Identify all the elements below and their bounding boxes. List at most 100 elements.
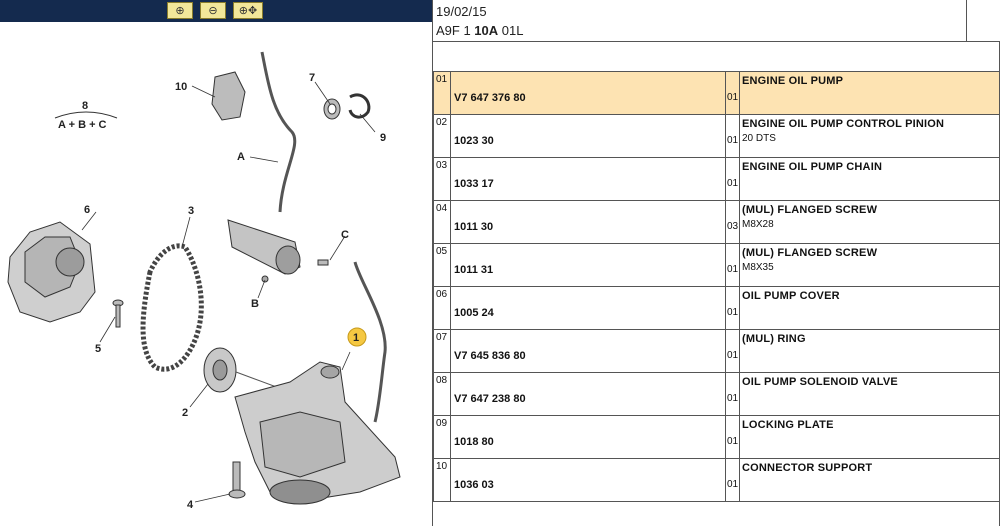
row-number-cell: 06 <box>433 286 451 330</box>
part-reference-cell[interactable]: 1023 30 <box>450 114 726 158</box>
diagram-panel: ⊕ ⊖ ⊕✥ <box>0 0 432 526</box>
description-cell[interactable]: LOCKING PLATE <box>739 415 1000 459</box>
row-number: 04 <box>436 203 448 214</box>
row-number-cell: 04 <box>433 200 451 244</box>
part-description: ENGINE OIL PUMP CHAIN <box>742 161 883 173</box>
part-reference-cell[interactable]: 1005 24 <box>450 286 726 330</box>
callout-c: C <box>341 229 349 241</box>
callout-a: A <box>237 151 245 163</box>
callout-6: 6 <box>84 204 90 216</box>
quantity-cell: 01 <box>725 114 740 158</box>
description-cell[interactable]: ENGINE OIL PUMP <box>739 71 1000 115</box>
part-reference: 1005 24 <box>454 307 494 319</box>
oil-pump-cover-drawing <box>7 221 96 323</box>
quantity-cell: 01 <box>725 458 740 502</box>
quantity: 03 <box>727 221 739 232</box>
quantity: 01 <box>727 393 739 404</box>
ring-and-plate-drawing <box>323 93 371 120</box>
zoom-out-button[interactable]: ⊖ <box>200 2 226 19</box>
part-reference-cell[interactable]: 1018 80 <box>450 415 726 459</box>
engine-oil-pump-drawing <box>234 361 401 505</box>
part-description: OIL PUMP SOLENOID VALVE <box>742 376 898 388</box>
description-cell[interactable]: ENGINE OIL PUMP CHAIN <box>739 157 1000 201</box>
part-description: (MUL) FLANGED SCREW <box>742 204 878 216</box>
part-reference: 1018 80 <box>454 436 494 448</box>
flanged-screw-5-drawing <box>112 299 124 328</box>
quantity: 01 <box>727 307 739 318</box>
solenoid-harness-drawing <box>260 51 387 423</box>
row-number: 03 <box>436 160 448 171</box>
callout-8: 8 <box>82 100 88 112</box>
row-number-cell: 01 <box>433 71 451 115</box>
zoom-in-icon: ⊕ <box>175 5 185 17</box>
quantity: 01 <box>727 264 739 275</box>
row-number-cell: 09 <box>433 415 451 459</box>
callout-7: 7 <box>309 72 315 84</box>
quantity: 01 <box>727 350 739 361</box>
callout-10: 10 <box>175 81 187 93</box>
kit-formula: A + B + C <box>58 119 107 131</box>
part-reference: 1033 17 <box>454 178 494 190</box>
parts-header: 19/02/15 A9F 1 10A 01L <box>433 0 1000 42</box>
row-number: 06 <box>436 289 448 300</box>
part-reference-cell[interactable]: 1033 17 <box>450 157 726 201</box>
callout-9: 9 <box>380 132 386 144</box>
row-number-cell: 02 <box>433 114 451 158</box>
zoom-in-button[interactable]: ⊕ <box>167 2 193 19</box>
callout-4: 4 <box>187 499 194 511</box>
solenoid-valve-drawing <box>227 219 301 283</box>
quantity-cell: 01 <box>725 243 740 287</box>
callout-5: 5 <box>95 343 101 355</box>
zoom-pan-button[interactable]: ⊕✥ <box>233 2 263 19</box>
description-cell[interactable]: OIL PUMP COVER <box>739 286 1000 330</box>
zoom-pan-icon: ⊕✥ <box>238 5 258 17</box>
part-reference-cell[interactable]: V7 647 376 80 <box>450 71 726 115</box>
quantity-cell: 01 <box>725 286 740 330</box>
row-number: 10 <box>436 461 448 472</box>
part-reference-cell[interactable]: 1036 03 <box>450 458 726 502</box>
quantity-cell: 01 <box>725 415 740 459</box>
quantity-cell: 01 <box>725 329 740 373</box>
quantity-cell: 01 <box>725 71 740 115</box>
part-description: LOCKING PLATE <box>742 419 834 431</box>
row-number-cell: 07 <box>433 329 451 373</box>
quantity: 01 <box>727 436 739 447</box>
description-cell[interactable]: (MUL) RING <box>739 329 1000 373</box>
description-cell[interactable]: CONNECTOR SUPPORT <box>739 458 1000 502</box>
quantity-cell: 01 <box>725 372 740 416</box>
part-reference-cell[interactable]: V7 645 836 80 <box>450 329 726 373</box>
row-number-cell: 05 <box>433 243 451 287</box>
part-reference-cell[interactable]: 1011 31 <box>450 243 726 287</box>
description-cell[interactable]: OIL PUMP SOLENOID VALVE <box>739 372 1000 416</box>
description-cell[interactable]: (MUL) FLANGED SCREW M8X28 <box>739 200 1000 244</box>
quantity-cell: 01 <box>725 157 740 201</box>
row-number-cell: 10 <box>433 458 451 502</box>
callout-1-bubble <box>347 327 367 347</box>
connector-support-drawing <box>211 71 246 121</box>
part-reference-cell[interactable]: 1011 30 <box>450 200 726 244</box>
part-spec: 20 DTS <box>742 133 776 144</box>
part-reference: 1023 30 <box>454 135 494 147</box>
zoom-out-icon: ⊖ <box>208 5 218 17</box>
callout-b: B <box>251 298 259 310</box>
part-spec: M8X28 <box>742 219 774 230</box>
part-description: (MUL) FLANGED SCREW <box>742 247 878 259</box>
part-reference-cell[interactable]: V7 647 238 80 <box>450 372 726 416</box>
row-number: 09 <box>436 418 448 429</box>
row-number: 01 <box>436 74 448 85</box>
leader-lines <box>81 81 376 503</box>
row-number: 02 <box>436 117 448 128</box>
